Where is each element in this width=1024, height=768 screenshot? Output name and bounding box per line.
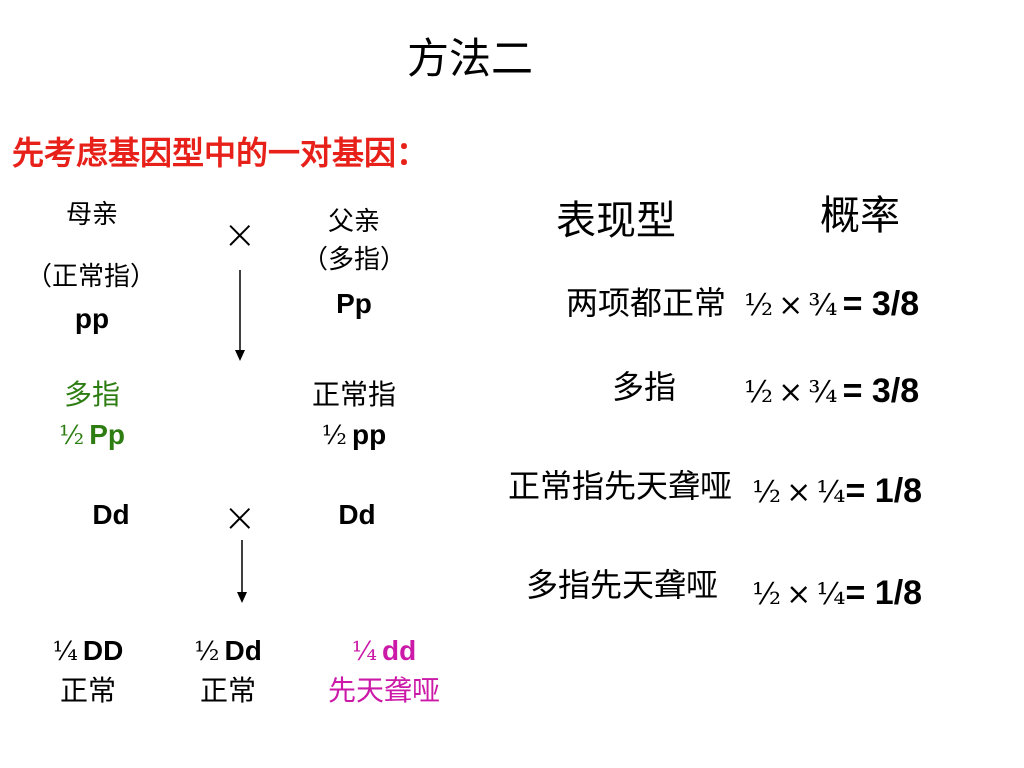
cross2-right-genotype: Dd (338, 499, 376, 530)
phenotype-row-1: 两项都正常 (565, 284, 726, 322)
factor-a: ½ (744, 375, 774, 410)
probability-row-3: ½ × ¼= 1/8 (752, 471, 922, 512)
probability-row-2: ½ × ¾ = 3/8 (744, 371, 919, 412)
factor-b: ¾ (808, 375, 838, 410)
arrow-down-icon (237, 540, 247, 603)
fraction: ¼ (52, 637, 78, 667)
father-label: 父亲 (327, 207, 380, 237)
result: = 3/8 (842, 285, 920, 323)
offspring-trait-DD: 正常 (59, 674, 116, 707)
probability-row-4: ½ × ¼= 1/8 (752, 573, 922, 614)
fraction: ½ (321, 421, 347, 451)
phenotype-row-4: 多指先天聋哑 (525, 566, 718, 604)
mother-genotype: pp (74, 303, 110, 334)
cross2-left-genotype: Dd (92, 499, 130, 530)
factor-a: ½ (752, 577, 782, 612)
offspring-trait-normal: 正常指 (311, 378, 396, 411)
fraction: ½ (58, 421, 85, 451)
offspring-trait-polydactyly: 多指 (63, 378, 120, 411)
result: = 1/8 (845, 574, 923, 612)
offspring-trait-dd: 先天聋哑 (327, 674, 440, 707)
genotype: pp (352, 419, 387, 450)
genotype: Dd (224, 635, 262, 666)
times-symbol: × (778, 288, 804, 323)
probability-header: 概率 (820, 193, 900, 239)
subtitle: 先考虑基因型中的一对基因： (12, 134, 429, 172)
father-trait: （多指） (301, 245, 406, 275)
arrow-down-icon (235, 270, 245, 361)
offspring-genotype-Pp: ½ Pp (40, 418, 144, 452)
factor-b: ¾ (808, 288, 838, 323)
result: = 1/8 (845, 472, 923, 510)
fraction: ¼ (351, 637, 377, 667)
factor-a: ½ (744, 288, 774, 323)
mother-trait: （正常指） (25, 262, 156, 292)
result: = 3/8 (842, 372, 920, 410)
phenotype-header: 表现型 (556, 198, 676, 244)
phenotype-row-2: 多指 (611, 368, 676, 406)
times-symbol: × (786, 577, 812, 612)
genotype: DD (82, 635, 124, 666)
offspring-trait-Dd: 正常 (199, 674, 256, 707)
cross-symbol-2: × (223, 495, 257, 541)
factor-b: ¼ (816, 475, 846, 510)
fraction: ½ (194, 637, 220, 667)
offspring-genotype-pp: ½ pp (296, 418, 412, 452)
offspring-genotype-dd: ¼ dd (322, 634, 446, 668)
offspring-genotype-Dd: ½ Dd (176, 634, 280, 668)
offspring-genotype-DD: ¼ DD (36, 634, 140, 668)
times-symbol: × (778, 375, 804, 410)
page-title: 方法二 (406, 34, 533, 83)
cross-symbol-1: × (223, 212, 257, 258)
genotype: dd (382, 635, 417, 666)
mother-label: 母亲 (65, 200, 118, 230)
probability-row-1: ½ × ¾ = 3/8 (744, 284, 919, 325)
times-symbol: × (786, 475, 812, 510)
phenotype-row-3: 正常指先天聋哑 (507, 467, 732, 505)
genotype: Pp (89, 419, 126, 450)
father-genotype: Pp (336, 288, 372, 319)
factor-b: ¼ (816, 577, 846, 612)
factor-a: ½ (752, 475, 782, 510)
